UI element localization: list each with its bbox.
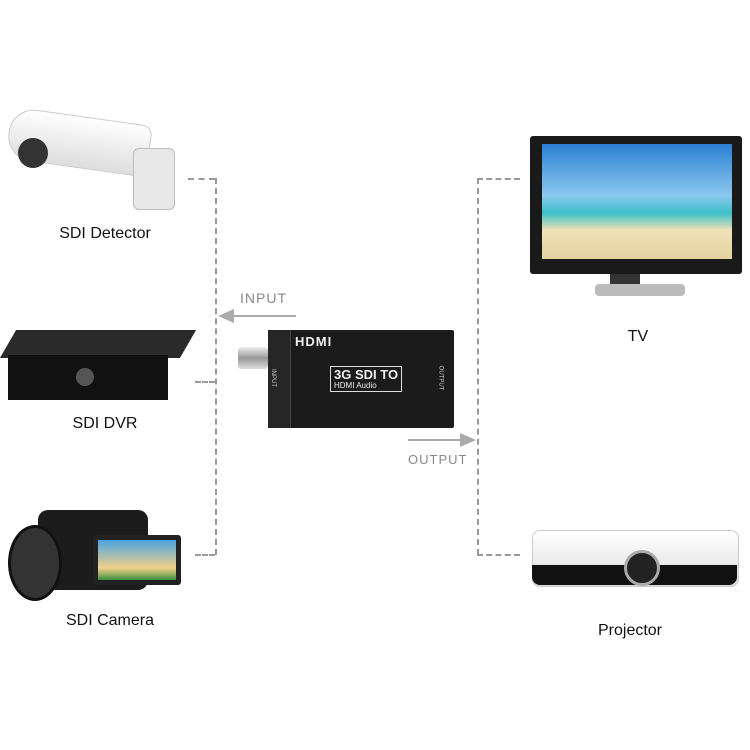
output-port-label: OUTPUT bbox=[437, 365, 444, 391]
sdi-camera-label: SDI Camera bbox=[65, 612, 155, 629]
sdi-camera-image bbox=[8, 500, 183, 601]
tv-label: TV bbox=[627, 328, 649, 345]
output-arrow-label: OUTPUT bbox=[408, 452, 468, 467]
sdi-dvr-image bbox=[0, 330, 197, 405]
line-dvr bbox=[195, 381, 215, 383]
tv-image bbox=[530, 136, 745, 301]
product-badge: 3G SDI TO HDMI Audio bbox=[330, 366, 403, 392]
output-arrow-icon bbox=[408, 433, 476, 447]
input-arrow-icon bbox=[218, 309, 296, 323]
product-subtitle: HDMI Audio bbox=[334, 381, 377, 390]
product-title: 3G SDI TO bbox=[334, 367, 399, 382]
sdi-to-hdmi-converter: INPUT HDMI 3G SDI TO HDMI Audio OUTPUT bbox=[268, 330, 454, 428]
brand-logo: HDMI bbox=[295, 334, 333, 349]
input-port-label: INPUT bbox=[270, 369, 276, 387]
line-tv bbox=[477, 178, 520, 180]
input-arrow-label: INPUT bbox=[240, 290, 287, 306]
line-camera bbox=[195, 554, 215, 556]
sdi-detector-label: SDI Detector bbox=[59, 225, 151, 242]
sdi-detector-image bbox=[5, 106, 178, 213]
bnc-connector bbox=[238, 347, 268, 369]
sdi-dvr-label: SDI DVR bbox=[72, 415, 138, 432]
line-detector bbox=[188, 178, 215, 180]
line-projector bbox=[477, 554, 520, 556]
projector-label: Projector bbox=[597, 622, 663, 639]
right-bus-line bbox=[477, 178, 479, 555]
projector-image bbox=[532, 525, 740, 595]
left-bus-line bbox=[215, 178, 217, 555]
